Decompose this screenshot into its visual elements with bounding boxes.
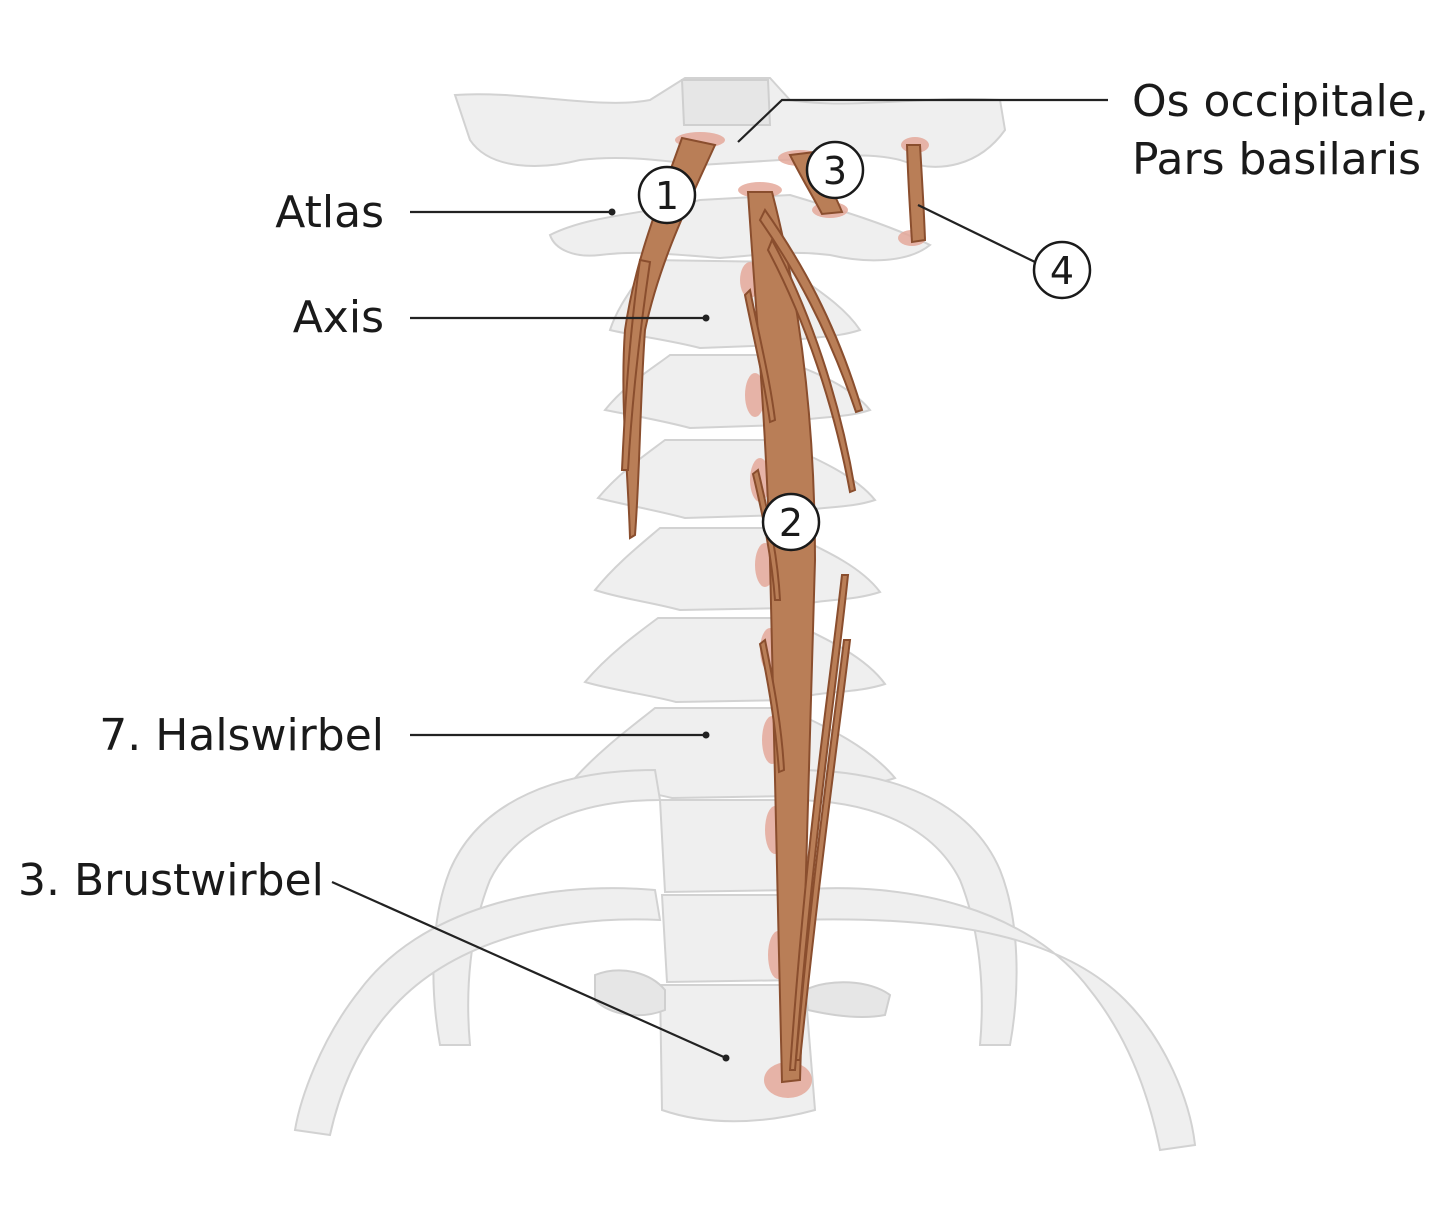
muscles — [620, 136, 927, 1084]
atlas-vertebra — [548, 193, 932, 262]
leader-os-occipitale — [737, 98, 1108, 143]
label-axis: Axis — [293, 292, 384, 343]
label-halswirbel: 7. Halswirbel — [99, 710, 384, 761]
thoracic-transverse-process — [594, 969, 666, 1017]
muscle-4-rectus-capitis-lateralis — [905, 144, 927, 244]
marker-2-text: 2 — [779, 501, 803, 545]
rib-right-1 — [788, 768, 1018, 1046]
marker-1: 1 — [637, 165, 697, 225]
thoracic-transverse-process-right — [803, 981, 892, 1019]
muscle-2-longus-colli — [746, 191, 817, 1084]
muscle-2-slip-left3 — [758, 638, 786, 774]
marker-1-text: 1 — [655, 174, 679, 218]
rib-left-2 — [293, 887, 662, 1137]
label-atlas: Atlas — [275, 187, 384, 238]
occipital-condyle-block — [680, 79, 772, 126]
marker-4-text: 4 — [1050, 249, 1074, 293]
leader-brustwirbel — [331, 880, 727, 1060]
muscle-2-slip-mid — [766, 237, 857, 494]
muscle-2-slip-upper — [758, 208, 864, 414]
marker-4: 4 — [1032, 240, 1092, 300]
rib-right-2 — [794, 887, 1197, 1152]
skeleton — [293, 77, 1197, 1152]
muscle-1-slip-a — [620, 258, 652, 471]
muscle-2-slip-left1 — [743, 287, 777, 424]
rib-left-1 — [432, 768, 662, 1046]
leader-marker-4 — [917, 204, 1036, 263]
label-os-occipitale-line2: Pars basilaris — [1132, 134, 1421, 185]
label-brustwirbel: 3. Brustwirbel — [18, 855, 324, 906]
leader-lines — [331, 98, 1108, 1060]
cervical-vertebra-5 — [593, 527, 882, 612]
marker-2: 2 — [761, 492, 821, 552]
muscle-2-slip-lower — [788, 574, 850, 1071]
marker-3-text: 3 — [823, 149, 847, 193]
muscle-2-slip-lower2 — [794, 639, 852, 1061]
label-os-occipitale-line1: Os occipitale, — [1132, 76, 1429, 127]
leader-dots — [608, 208, 730, 1062]
marker-3: 3 — [805, 140, 865, 200]
